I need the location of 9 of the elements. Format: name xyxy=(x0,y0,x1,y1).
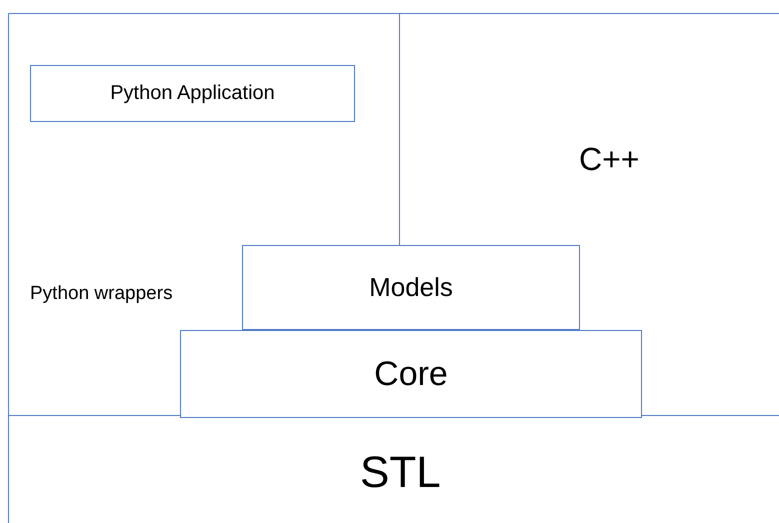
component-label: Python Application xyxy=(110,82,275,105)
layer-label: C++ xyxy=(579,141,640,178)
layer-label: Python wrappers xyxy=(30,283,173,305)
component-box xyxy=(30,65,355,122)
component-box xyxy=(242,245,580,330)
component-label: Core xyxy=(374,354,448,394)
layer-label: STL xyxy=(360,448,441,498)
component-box xyxy=(180,330,642,418)
component-label: Models xyxy=(369,272,453,303)
